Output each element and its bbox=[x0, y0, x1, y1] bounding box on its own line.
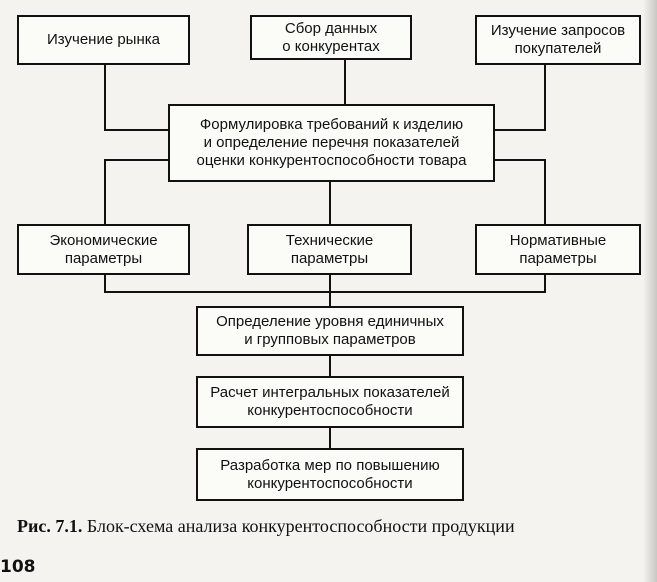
measures-development-box: Разработка мер по повышению конкурентосп… bbox=[196, 448, 464, 501]
figure-caption-label: Рис. 7.1. bbox=[17, 516, 83, 536]
page-number: 108 bbox=[0, 557, 36, 577]
customer-study-box: Изучение запросов покупателей bbox=[475, 15, 641, 65]
technical-parameters-box: Технические параметры bbox=[247, 224, 412, 275]
figure-caption-text: Блок-схема анализа конкурентоспособности… bbox=[82, 516, 515, 536]
connector-market-to-requirements bbox=[104, 65, 170, 131]
market-study-box: Изучение рынка bbox=[17, 15, 190, 65]
economic-parameters-box: Экономические параметры bbox=[17, 224, 190, 275]
connector-parameters-bus bbox=[104, 275, 546, 293]
level-determination-box: Определение уровня единичных и групповых… bbox=[196, 306, 464, 356]
figure-caption: Рис. 7.1. Блок-схема анализа конкурентос… bbox=[17, 515, 647, 537]
connector-requirements-to-economic bbox=[104, 159, 170, 225]
requirements-box: Формулировка требований к изделию и опре… bbox=[168, 104, 495, 182]
page-edge-shadow bbox=[643, 0, 657, 582]
competitor-data-box: Сбор данных о конкурентах bbox=[250, 15, 412, 60]
integral-calculation-box: Расчет интегральных показателей конкурен… bbox=[196, 376, 464, 428]
connector-customer-to-requirements bbox=[493, 65, 546, 131]
connector-requirements-to-normative bbox=[493, 159, 546, 225]
normative-parameters-box: Нормативные параметры bbox=[475, 224, 641, 275]
